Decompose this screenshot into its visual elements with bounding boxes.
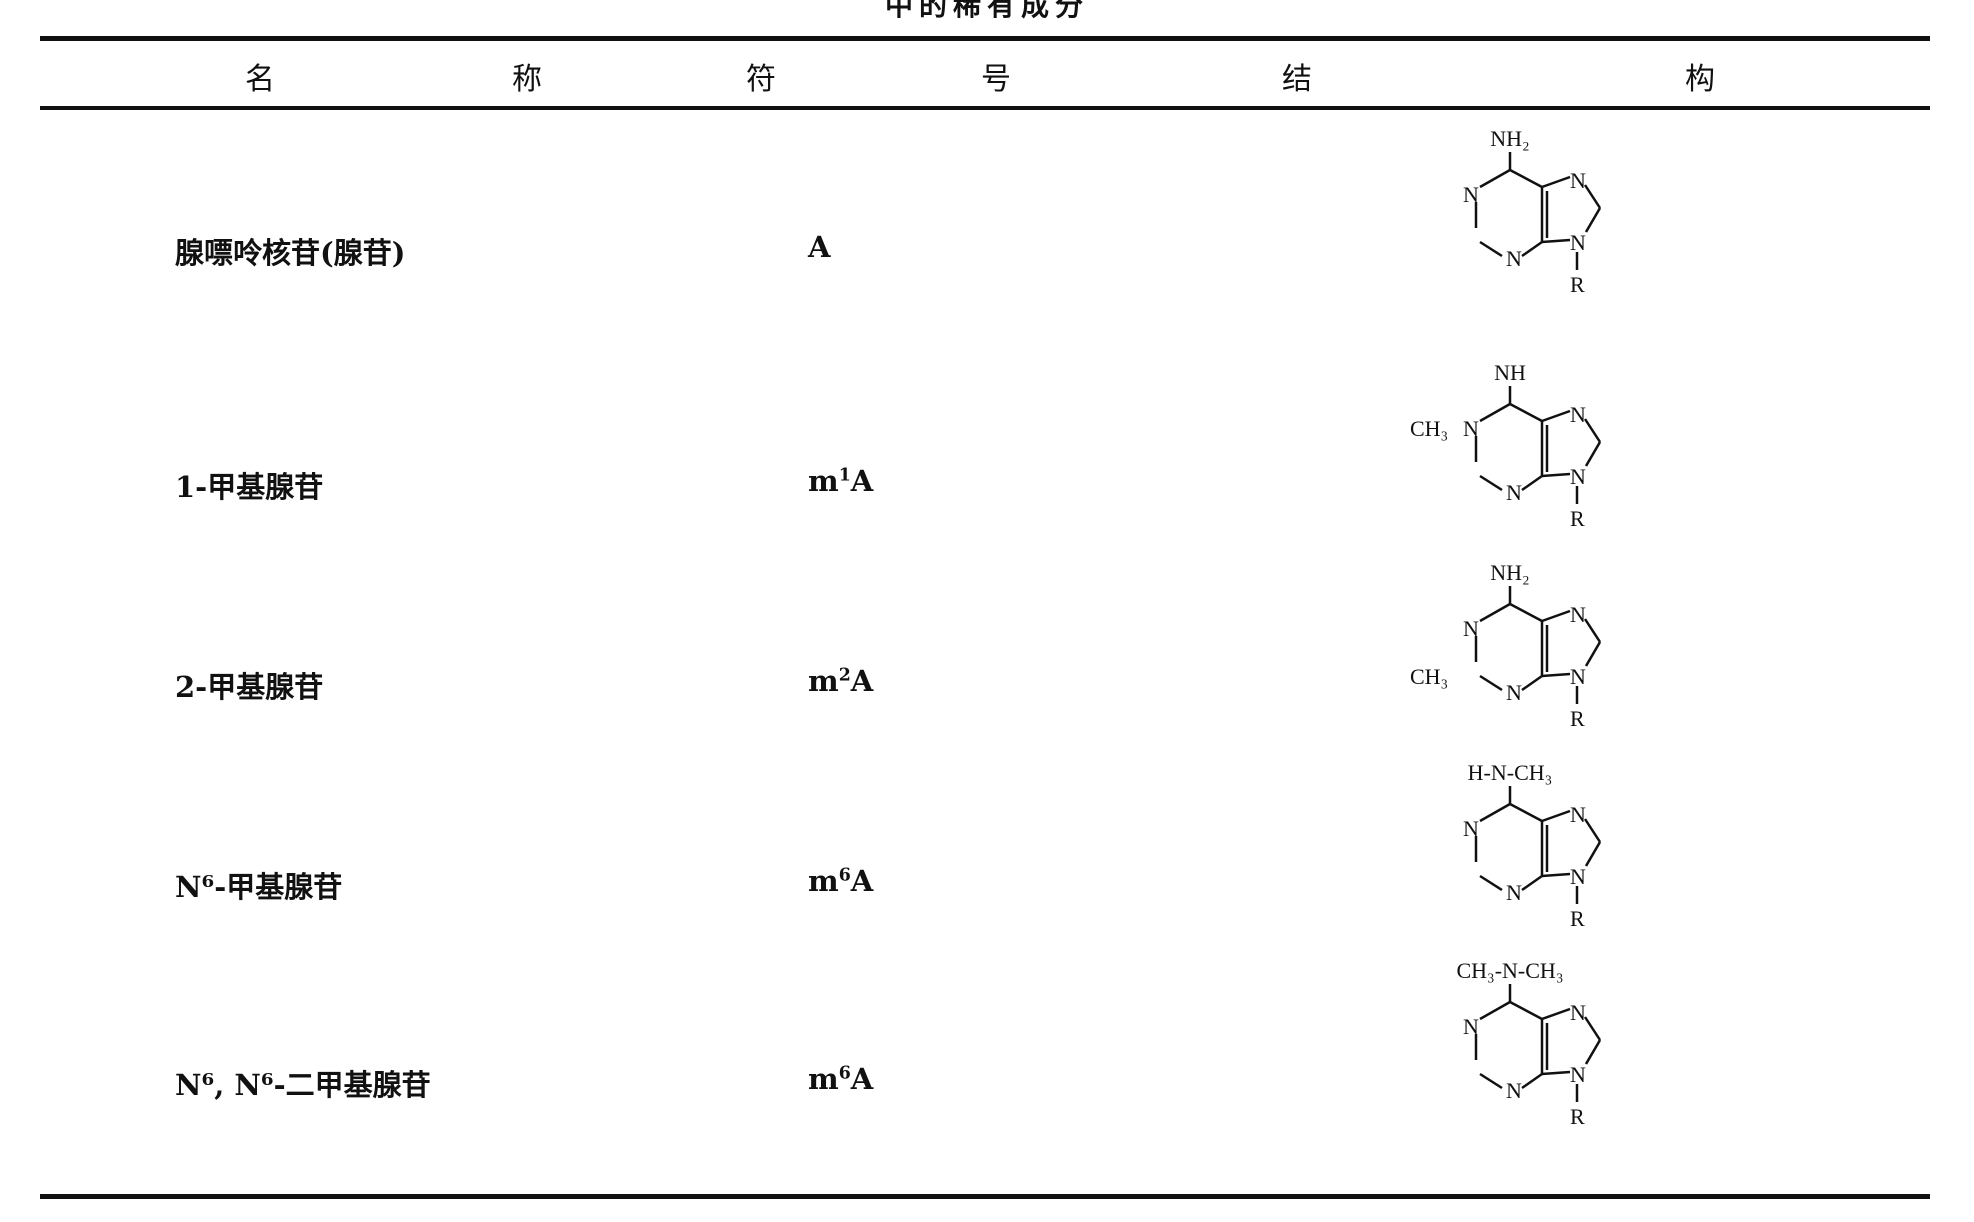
n1-label: N <box>1463 816 1479 841</box>
symbol-sup: 1 <box>838 465 851 486</box>
header-rule <box>40 106 1930 110</box>
top-group: CH₃-N-CH₃ <box>1456 958 1563 983</box>
symbol-tail: A <box>850 464 874 498</box>
header-name-1: 名 <box>245 62 275 97</box>
n3-label: N <box>1506 680 1522 705</box>
n9-label: N <box>1570 464 1586 489</box>
n1-group: CH₃ <box>1410 416 1448 441</box>
purine-structure: H-N-CH₃ N N N N R <box>1463 760 1602 931</box>
n9-label: N <box>1570 230 1586 255</box>
n7-label: N <box>1570 802 1586 827</box>
n1-label: N <box>1463 1014 1479 1039</box>
compound-symbol: A <box>808 230 831 264</box>
purine-structure: CH₃-N-CH₃ N N N N R <box>1456 958 1602 1129</box>
table-title: 中的稀有成分 <box>884 0 1089 22</box>
compound-symbol: m6A <box>808 864 873 898</box>
symbol-base: m <box>808 1062 839 1096</box>
header-structure-2: 构 <box>1685 62 1715 97</box>
r-group: R <box>1570 1104 1585 1129</box>
top-group: NH <box>1494 360 1526 385</box>
n3-label: N <box>1506 246 1522 271</box>
header-name-2: 称 <box>512 62 542 97</box>
symbol-sup: 6 <box>838 865 851 886</box>
header-symbol-1: 符 <box>746 62 776 97</box>
symbol-base: m <box>808 864 839 898</box>
purine-structure: NH N N N N CH₃ R <box>1410 360 1602 531</box>
purine-structure: NH₂ N N N N CH₃ R <box>1410 560 1602 731</box>
symbol-base: m <box>808 664 839 698</box>
n9-label: N <box>1570 1062 1586 1087</box>
n7-label: N <box>1570 1000 1586 1025</box>
top-group: H-N-CH₃ <box>1468 760 1553 785</box>
top-group: NH₂ <box>1490 560 1529 585</box>
n3-label: N <box>1506 1078 1522 1103</box>
compound-symbol: m1A <box>808 464 873 498</box>
n3-label: N <box>1506 880 1522 905</box>
symbol-sup: 6 <box>838 1063 851 1084</box>
n7-label: N <box>1570 168 1586 193</box>
symbol-sup: 2 <box>838 665 851 686</box>
compound-symbol: m2A <box>808 664 873 698</box>
header-structure-1: 结 <box>1282 62 1312 97</box>
symbol-tail: A <box>850 664 874 698</box>
symbol-base: m <box>808 464 839 498</box>
n1-label: N <box>1463 182 1479 207</box>
top-rule <box>40 36 1930 41</box>
bottom-rule <box>40 1194 1930 1199</box>
symbol-tail: A <box>850 864 874 898</box>
compound-name: 1-甲基腺苷 <box>175 470 324 504</box>
n7-label: N <box>1570 402 1586 427</box>
n1-label: N <box>1463 416 1479 441</box>
header-symbol-2: 号 <box>981 62 1011 97</box>
top-group: NH₂ <box>1490 126 1529 151</box>
n9-label: N <box>1570 864 1586 889</box>
compound-name: 腺嘌呤核苷(腺苷) <box>175 236 406 270</box>
compound-symbol: m6A <box>808 1062 873 1096</box>
compound-name: N⁶-甲基腺苷 <box>175 870 343 904</box>
n7-label: N <box>1570 602 1586 627</box>
r-group: R <box>1570 706 1585 731</box>
n9-label: N <box>1570 664 1586 689</box>
r-group: R <box>1570 506 1585 531</box>
purine-structure: NH₂ N N N N R <box>1463 126 1602 297</box>
r-group: R <box>1570 272 1585 297</box>
r-group: R <box>1570 906 1585 931</box>
symbol-tail: A <box>808 230 831 264</box>
n3-label: N <box>1506 480 1522 505</box>
symbol-tail: A <box>850 1062 874 1096</box>
c2-group: CH₃ <box>1410 664 1448 689</box>
n1-label: N <box>1463 616 1479 641</box>
compound-name: 2-甲基腺苷 <box>175 670 324 704</box>
compound-name: N⁶, N⁶-二甲基腺苷 <box>175 1068 431 1102</box>
